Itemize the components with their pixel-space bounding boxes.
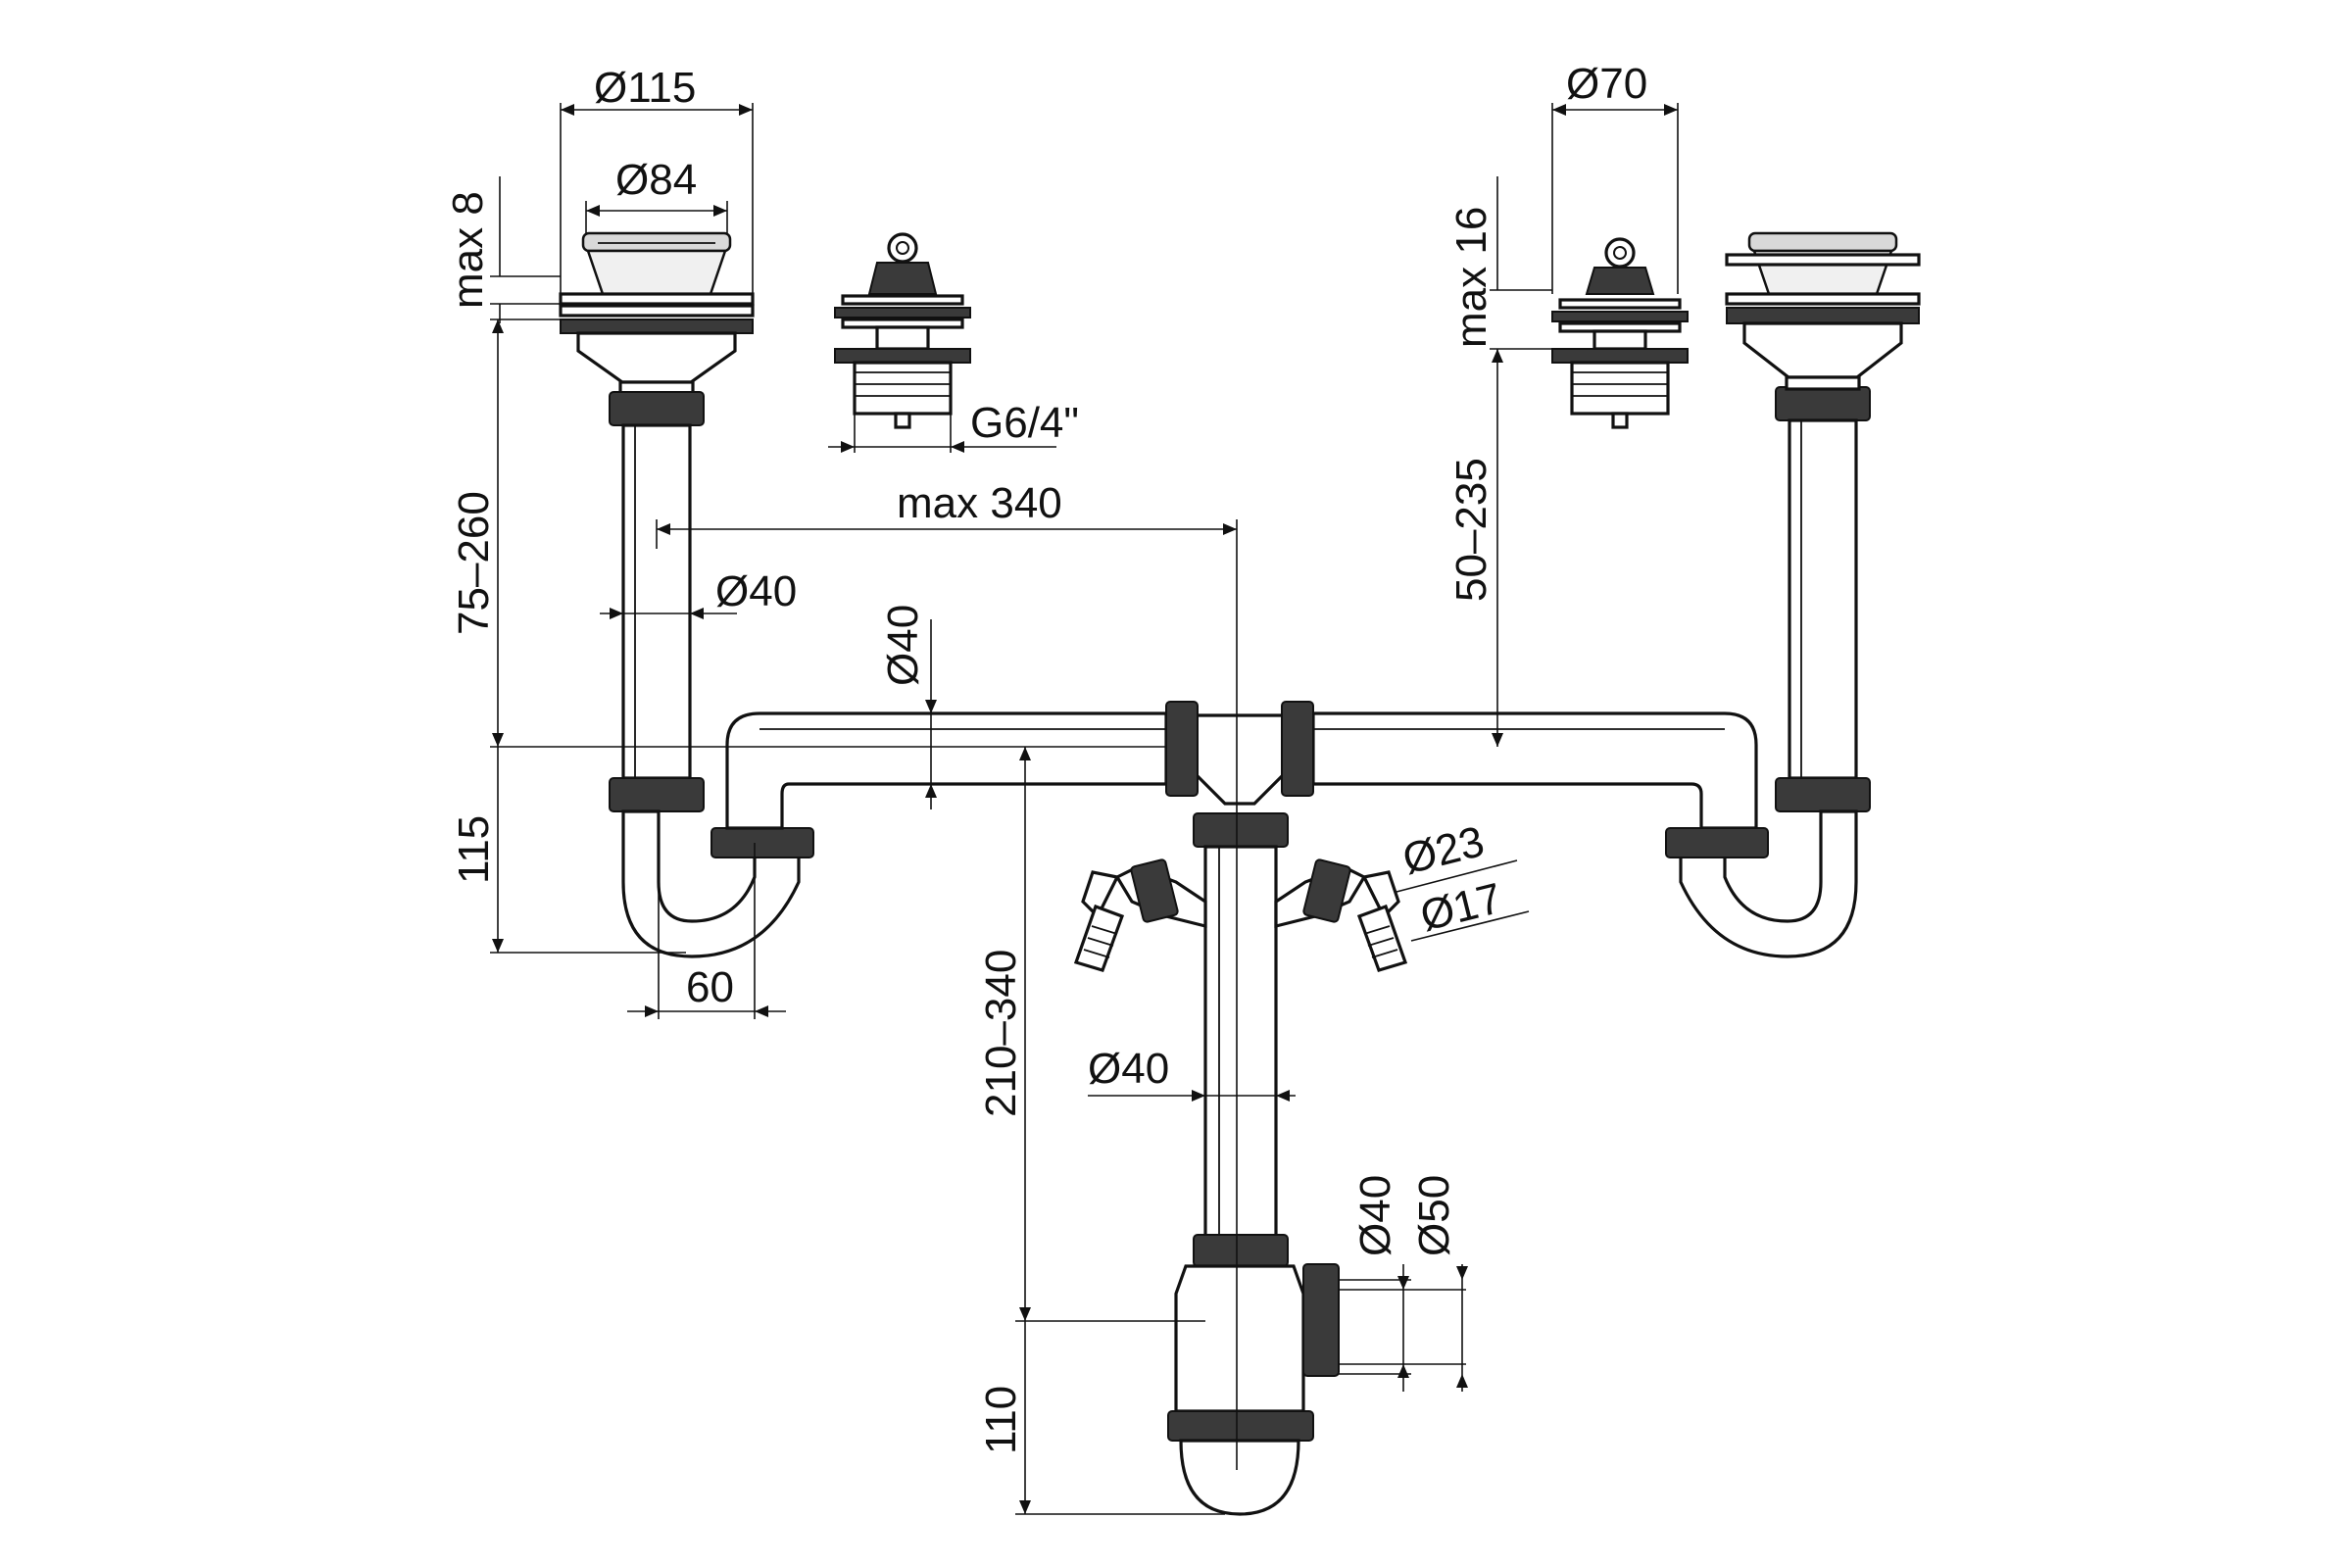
label-h115: 115	[450, 815, 498, 884]
label-d70: Ø70	[1566, 60, 1647, 108]
label-d17: Ø17	[1416, 874, 1507, 941]
label-h110: 110	[977, 1386, 1025, 1454]
central-tee	[1165, 701, 1314, 1241]
label-d40-tee: Ø40	[879, 605, 927, 686]
right-plug	[1551, 237, 1689, 429]
label-d40-vert: Ø40	[1088, 1045, 1169, 1093]
label-d84: Ø84	[615, 156, 697, 204]
right-tailpiece	[1775, 386, 1871, 812]
bottle-trap	[1167, 1234, 1340, 1516]
label-max16: max 16	[1447, 207, 1495, 348]
label-w60: 60	[686, 963, 734, 1011]
left-plug	[834, 232, 971, 429]
label-g64: G6/4"	[970, 399, 1079, 447]
left-strainer	[559, 231, 755, 396]
left-hose-connector	[1073, 858, 1207, 972]
label-max340: max 340	[897, 479, 1062, 527]
label-d115: Ø115	[594, 64, 696, 112]
label-r210-340: 210–340	[977, 950, 1025, 1117]
label-d40-left: Ø40	[715, 567, 797, 615]
label-d50-out: Ø50	[1410, 1175, 1458, 1256]
label-max8: max 8	[444, 191, 492, 309]
dimension-arrows	[492, 104, 1678, 1514]
label-d40-out: Ø40	[1351, 1175, 1399, 1256]
right-hose-connector	[1274, 858, 1408, 972]
right-strainer	[1725, 231, 1921, 391]
label-d23: Ø23	[1398, 817, 1490, 884]
left-ptrap	[621, 809, 814, 958]
label-r50-235: 50–235	[1447, 458, 1495, 602]
label-r75-260: 75–260	[450, 491, 498, 635]
right-cross-pipe	[1311, 711, 1758, 830]
left-tailpiece	[609, 391, 705, 812]
left-cross-pipe	[725, 711, 1168, 830]
right-ptrap	[1665, 809, 1858, 958]
